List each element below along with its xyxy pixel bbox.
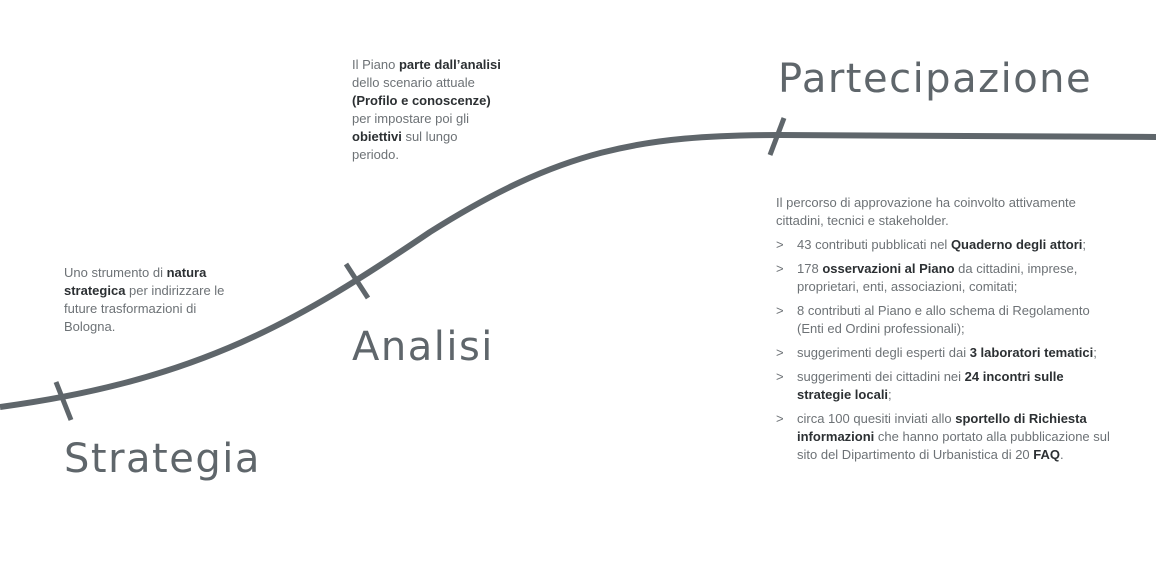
text-partecipazione-intro: Il percorso di approvazione ha coinvolto… (776, 195, 1076, 228)
participation-item: > suggerimenti dei cittadini nei 24 incon… (776, 368, 1112, 404)
milestone-tick-strategia (53, 381, 74, 421)
body-text: 8 contributi al Piano e allo schema di R… (797, 303, 1090, 336)
participation-item: >8 contributi al Piano e allo schema di … (776, 302, 1112, 338)
emphasis-text: obiettivi (352, 129, 402, 144)
bullet-chevron-icon: > (776, 303, 784, 318)
body-text: ; (1093, 345, 1097, 360)
body-text: ; (888, 387, 892, 402)
bullet-chevron-icon: > (776, 345, 784, 360)
heading-partecipazione: Partecipazione (778, 56, 1093, 102)
text-analisi: Il Piano parte dall’analisi dello scenar… (352, 56, 502, 164)
body-text: dello scenario attuale (352, 75, 475, 90)
body-text: per indirizzare le future trasformazioni… (64, 283, 225, 334)
participation-list: >43 contributi pubblicati nel Quaderno d… (776, 236, 1112, 470)
emphasis-text: (Profilo e conoscenze) (352, 93, 491, 108)
body-text: ; (1082, 237, 1087, 252)
bullet-chevron-icon: > (776, 237, 784, 252)
emphasis-text: Quaderno degli attori (950, 237, 1083, 252)
emphasis-text: FAQ (1033, 447, 1061, 462)
heading-analisi: Analisi (352, 324, 494, 370)
bullet-chevron-icon: > (776, 369, 784, 384)
participation-item: >178 osservazioni al Piano da cittadini,… (776, 260, 1112, 296)
body-text: circa 100 quesiti inviati allo (797, 411, 956, 426)
emphasis-text: 24 incontri sulle strategie locali (797, 369, 1064, 402)
body-text: 178 (797, 261, 823, 276)
text-strategia: Uno strumento di natura strategica per i… (64, 264, 229, 336)
body-text: . (1060, 447, 1064, 462)
participation-item: > suggerimenti degli esperti dai 3 labora… (776, 344, 1112, 362)
milestone-tick-analisi (343, 262, 371, 300)
emphasis-text: natura strategica (64, 265, 207, 298)
participation-item: > circa 100 quesiti inviati allo sportell… (776, 410, 1112, 464)
body-text: Uno strumento di (64, 265, 167, 280)
body-text: che hanno portato alla pubblicazione sul… (797, 429, 1110, 462)
milestone-tick-partecipazione (767, 117, 787, 156)
timeline-path (0, 131, 1156, 410)
bullet-chevron-icon: > (776, 261, 784, 276)
body-text: Il Piano (352, 57, 399, 72)
body-text: suggerimenti dei cittadini nei (797, 369, 965, 384)
body-text: da cittadini, imprese, proprietari, enti… (797, 261, 1078, 294)
body-text: 43 contributi pubblicati nel (797, 237, 951, 252)
emphasis-text: sportello di Richiesta informazioni (797, 411, 1087, 444)
body-text: sul lungo periodo. (352, 129, 458, 162)
body-text: per impostare poi gli (352, 111, 470, 126)
emphasis-text: parte dall’analisi (398, 57, 501, 72)
emphasis-text: osservazioni al Piano (822, 261, 955, 276)
emphasis-text: 3 laboratori tematici (969, 345, 1094, 360)
body-text: suggerimenti degli esperti dai (797, 345, 970, 360)
bullet-chevron-icon: > (776, 411, 784, 426)
participation-item: >43 contributi pubblicati nel Quaderno d… (776, 236, 1112, 254)
heading-strategia: Strategia (64, 436, 261, 482)
